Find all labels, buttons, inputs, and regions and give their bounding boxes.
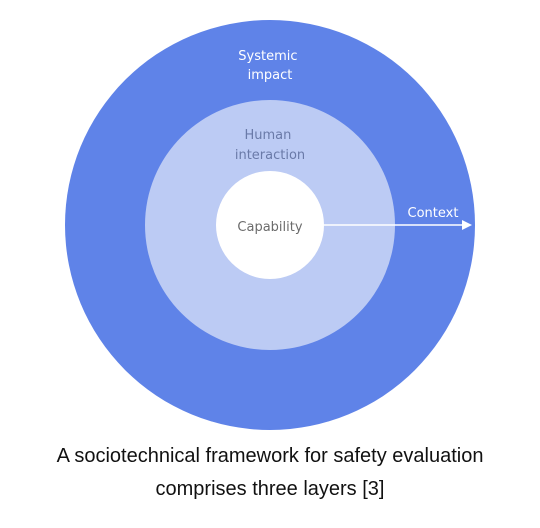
systemic-impact-label-line1: Systemic [238,49,297,64]
context-label: Context [408,206,459,221]
capability-layer [216,171,324,279]
sociotechnical-diagram: Systemic impact Human interaction Capabi… [65,20,475,430]
context-arrow-head [462,220,472,230]
figure-caption: A sociotechnical framework for safety ev… [0,440,540,506]
systemic-impact-label: Systemic impact [238,49,301,83]
caption-line-1: A sociotechnical framework for safety ev… [56,445,484,467]
capability-label: Capability [237,220,302,235]
human-interaction-label-line1: Human [244,128,291,143]
human-interaction-label: Human interaction [235,128,305,163]
caption-line-2: comprises three layers [3] [155,478,385,500]
systemic-impact-label-line2: impact [248,68,293,83]
human-interaction-label-line2: interaction [235,148,305,163]
